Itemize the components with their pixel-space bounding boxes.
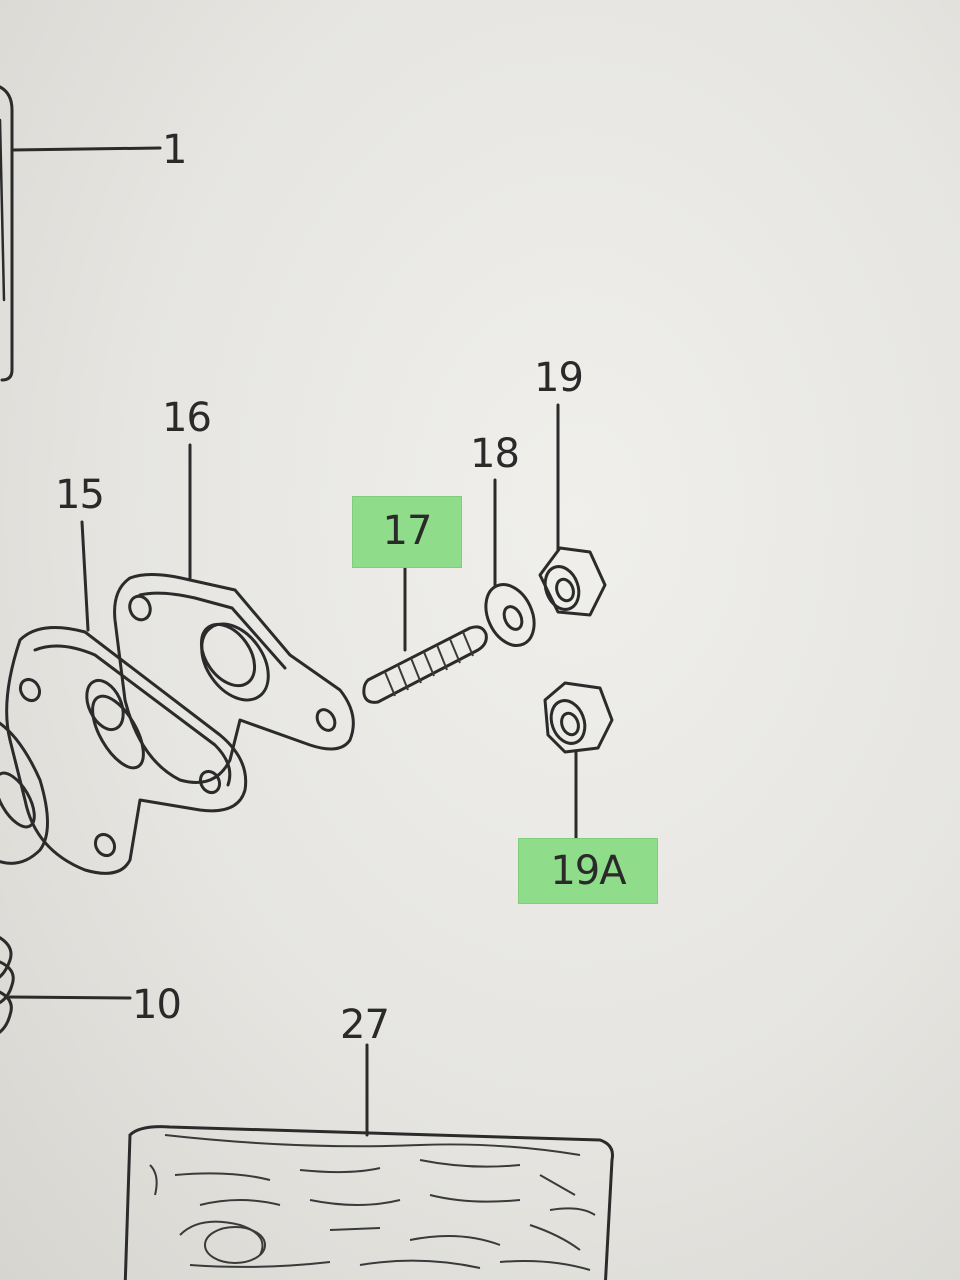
part-18-washer — [484, 583, 536, 647]
leader-line-1 — [10, 146, 162, 152]
callout-19a: 19A — [550, 848, 626, 894]
callout-1: 1 — [162, 127, 187, 173]
callout-18: 18 — [470, 431, 520, 477]
part-17-stud — [362, 625, 488, 704]
leader-line-15 — [80, 520, 90, 632]
callout-19: 19 — [534, 355, 584, 401]
callout-10: 10 — [132, 982, 182, 1028]
callout-19a-highlight: 19A — [518, 838, 658, 904]
callout-17: 17 — [382, 508, 433, 554]
callout-15: 15 — [55, 472, 105, 518]
callout-27: 27 — [340, 1002, 390, 1048]
callout-17-highlight: 17 — [352, 496, 462, 568]
part-10-coil — [0, 936, 15, 1034]
leader-line-10 — [8, 995, 132, 1000]
part-1-bracket — [0, 85, 14, 382]
part-19-nut — [538, 546, 607, 617]
part-19a-nut — [543, 681, 614, 754]
part-27-pad — [123, 1125, 614, 1280]
callout-16: 16 — [162, 395, 212, 441]
part-16-flange — [113, 573, 355, 784]
